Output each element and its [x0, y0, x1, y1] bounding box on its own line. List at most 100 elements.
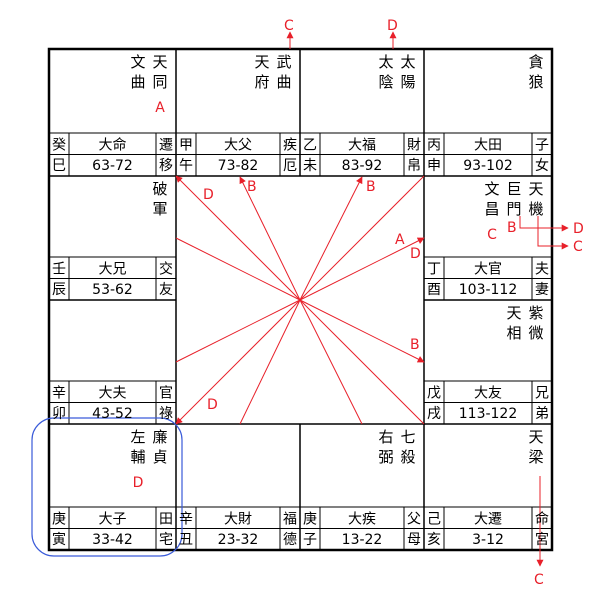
age-range: 83-92: [342, 158, 383, 174]
star-you-1: 巨: [506, 180, 521, 198]
star-si-1: 曲: [130, 73, 145, 91]
age-range: 113-122: [459, 406, 518, 422]
star-yin-1: 左: [130, 428, 145, 446]
label-right-d: D: [573, 221, 584, 237]
star-shen-0: 貪: [528, 53, 543, 71]
da-xian-name: 大命: [99, 137, 127, 154]
arrow-to-wei: [299, 176, 363, 301]
center-arrows: [175, 175, 425, 425]
label-right-b: B: [507, 220, 517, 236]
age-range: 63-72: [92, 158, 133, 174]
ganzhi-stem: 甲: [179, 138, 193, 154]
da-xian-name: 大友: [474, 386, 502, 402]
line-shen: [299, 175, 425, 301]
ganzhi-branch: 子: [303, 532, 317, 548]
star-si-0: 天: [152, 53, 167, 71]
label-bottom-c: C: [534, 572, 544, 588]
ganzhi-branch: 亥: [427, 532, 441, 548]
age-range: 53-62: [92, 282, 133, 298]
star-hai-0: 天: [528, 428, 543, 446]
arrow-to-you: [299, 237, 425, 301]
palace-name-2: 祿: [159, 406, 173, 422]
da-xian-name: 大夫: [99, 386, 127, 402]
palace-name-2: 移: [159, 158, 173, 174]
star-xu-0: 微: [528, 324, 543, 342]
palace-name-1: 夫: [535, 262, 549, 278]
palace-name-2: 友: [159, 282, 173, 298]
label-top-c: C: [284, 18, 294, 34]
label-center-b2: B: [366, 179, 376, 195]
star-xu-1: 天: [506, 304, 521, 322]
arrow-labels: C D D C B C D B B A D B D: [203, 18, 584, 588]
palace-name-1: 命: [535, 511, 549, 528]
star-chen-0: 軍: [152, 200, 167, 218]
ganzhi-stem: 庚: [52, 512, 66, 528]
palace-name-1: 福: [283, 512, 297, 528]
age-range: 93-102: [463, 158, 513, 174]
star-yin-0: 貞: [152, 448, 167, 466]
star-you-2: 昌: [484, 200, 499, 218]
palace-name-1: 兄: [535, 386, 549, 402]
star-wei-0: 陽: [400, 73, 415, 91]
star-zi-0: 殺: [400, 448, 415, 466]
palace-name-1: 父: [407, 512, 421, 528]
da-xian-name: 大財: [224, 512, 252, 528]
ganzhi-stem: 癸: [52, 138, 66, 154]
star-hai-0: 梁: [528, 448, 543, 466]
palace-name-1: 交: [159, 261, 173, 278]
arrow-right-c: [537, 216, 569, 250]
palace-name-2: 弟: [535, 406, 549, 422]
ganzhi-branch: 戌: [427, 406, 441, 422]
ganzhi-stem: 戊: [427, 386, 441, 402]
palace-name-2: 妻: [535, 282, 549, 298]
sihua-mark: C: [487, 227, 497, 243]
palace-name-2: 母: [407, 532, 421, 548]
star-xu-1: 相: [506, 324, 521, 342]
star-you-2: 文: [484, 180, 499, 198]
star-zi-0: 七: [400, 428, 415, 446]
palace-name-2: 女: [535, 157, 549, 174]
age-range: 13-22: [342, 532, 383, 548]
label-center-d3: D: [207, 397, 218, 413]
da-xian-name: 大兄: [99, 262, 127, 278]
ganzhi-branch: 丑: [179, 532, 193, 548]
sihua-mark: D: [133, 475, 144, 491]
line-zi: [299, 299, 363, 425]
star-you-0: 機: [528, 200, 543, 218]
label-center-a: A: [395, 232, 405, 248]
star-wei-1: 太: [378, 53, 393, 71]
ganzhi-stem: 乙: [303, 138, 317, 154]
label-center-b3: B: [410, 337, 420, 353]
star-wu-0: 曲: [276, 73, 291, 91]
star-zi-1: 弼: [378, 448, 393, 466]
ganzhi-branch: 巳: [52, 158, 66, 174]
label-center-b1: B: [247, 179, 257, 195]
da-xian-name: 大官: [474, 262, 502, 278]
label-center-d2: D: [410, 246, 421, 262]
star-you-0: 天: [528, 180, 543, 198]
palace-name-1: 子: [535, 138, 549, 154]
star-chen-0: 破: [152, 180, 167, 198]
line-chou: [239, 299, 301, 425]
palace-name-1: 田: [159, 512, 173, 528]
star-si-1: 文: [130, 53, 145, 71]
age-range: 103-112: [459, 282, 518, 298]
ganzhi-branch: 卯: [52, 406, 66, 422]
age-range: 23-32: [218, 532, 259, 548]
age-range: 73-82: [218, 158, 259, 174]
ganzhi-branch: 未: [303, 158, 317, 174]
arrow-right-d: [519, 216, 569, 232]
label-top-d: D: [387, 18, 398, 34]
star-wu-0: 武: [276, 53, 291, 71]
da-xian-name: 大田: [474, 138, 502, 154]
age-range: 3-12: [472, 532, 504, 548]
palace-name-1: 疾: [283, 138, 297, 154]
star-yin-1: 輔: [130, 448, 145, 466]
